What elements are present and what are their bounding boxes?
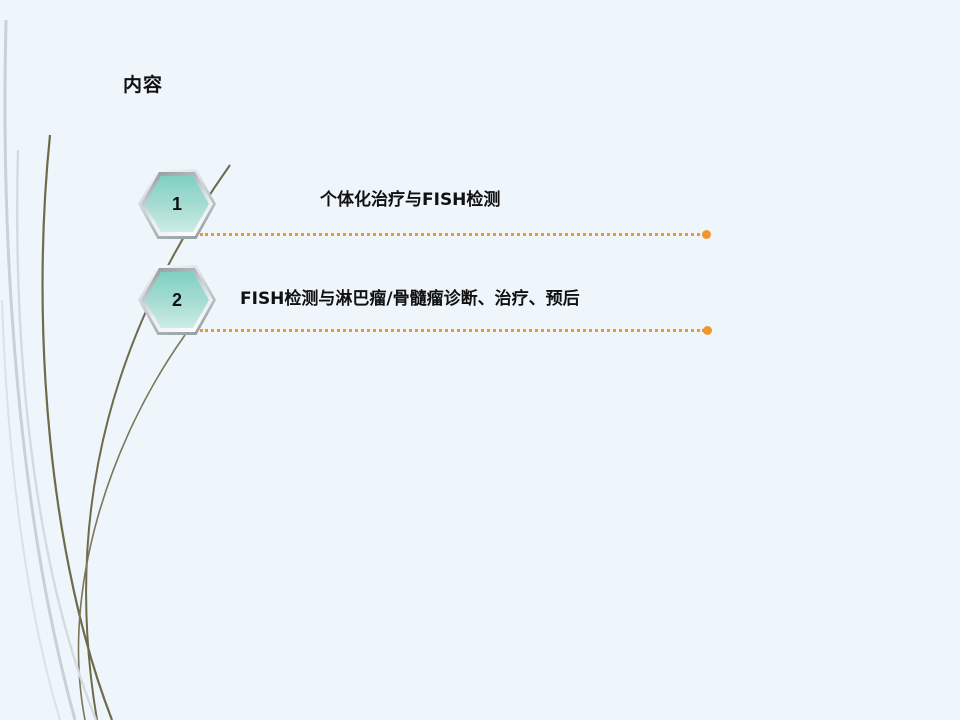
item-number-1: 1 — [171, 193, 182, 214]
dotted-line-2 — [200, 329, 705, 332]
line-end-dot-1 — [702, 230, 711, 239]
slide-title: 内容 — [123, 74, 164, 96]
item-label-1: 个体化治疗与FISH检测 — [320, 190, 501, 210]
line-end-dot-2 — [703, 326, 712, 335]
curve-olive-3 — [77, 334, 186, 720]
hexagon-badge-2: 2 — [138, 265, 216, 335]
item-label-2: FISH检测与淋巴瘤/骨髓瘤诊断、治疗、预后 — [240, 289, 580, 309]
item-number-2: 2 — [171, 289, 182, 310]
curve-gray-2 — [16, 149, 98, 720]
toc-item-1: 1 个体化治疗与FISH检测 — [0, 165, 960, 245]
toc-item-2: 2 FISH检测与淋巴瘤/骨髓瘤诊断、治疗、预后 — [0, 263, 960, 343]
hexagon-badge-1: 1 — [138, 169, 216, 239]
dotted-line-1 — [200, 233, 705, 236]
curve-gray-1 — [3, 19, 77, 720]
curve-gray-3 — [1, 299, 61, 720]
curve-olive-2 — [85, 164, 231, 720]
